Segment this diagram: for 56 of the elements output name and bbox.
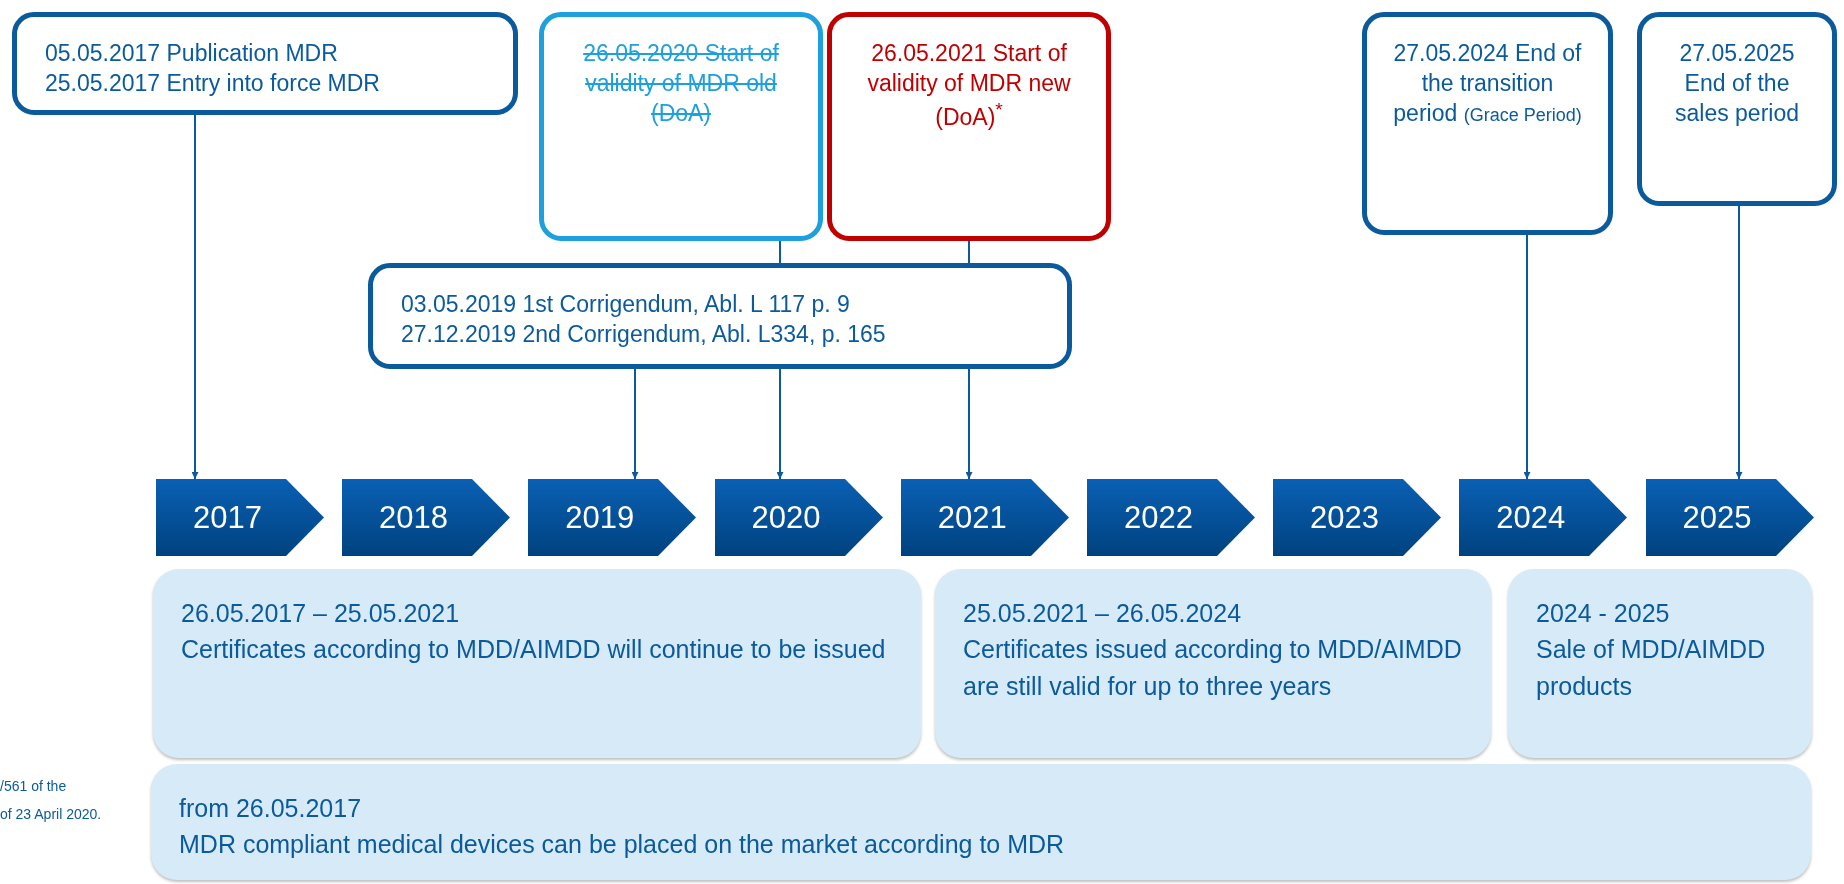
callout-text: 27.05.2025 End of the sales period [1674,39,1800,128]
year-label: 2019 [565,499,635,536]
year-label: 2024 [1496,499,1566,536]
year-box [1459,479,1628,556]
year-box [1087,479,1255,556]
callout-text: 03.05.2019 1st Corrigendum, Abl. L 117 p. 9 [401,290,851,319]
callout-text: 25.05.2017 Entry into force MDR [45,68,381,98]
period-text: Certificates issued according to MDD/AIMDD are still valid for up to three years [963,634,1463,702]
arrow [191,114,199,480]
callout-text: 27.05.2024 End of the transition period (Grace Period) [1392,39,1583,128]
footnote-text: of 23 April 2020. [0,806,102,822]
year-label: 2025 [1682,499,1752,536]
callout-text: (DoA)$^{*}$ [934,98,1004,133]
connector-line [968,240,970,264]
date-callout-box [827,12,1111,241]
year-box [342,479,511,556]
year-box [900,479,1069,556]
callout-text: (DoA) [649,98,713,128]
year-box [714,479,883,556]
period-text: from 26.05.2017 [179,793,363,824]
arrow [776,368,784,480]
period-text: MDR compliant medical devices can be placed on the market according to MDR [179,829,1066,861]
year-box [528,479,697,556]
arrow [1523,234,1531,480]
year-box [156,479,324,556]
period-text: 26.05.2017 – 25.05.2021 [181,598,461,629]
callout-text: 26.05.2020 Start of validity of MDR old [582,39,780,98]
year-box [1645,479,1814,556]
period-band [151,764,1811,880]
year-label: 2017 [192,499,262,536]
year-label: 2023 [1310,499,1380,536]
arrow [965,368,973,480]
period-text: Sale of MDD/AIMDD products [1536,634,1767,702]
year-label: 2021 [937,499,1007,536]
date-callout-box [368,263,1072,369]
connector-line [779,240,781,264]
year-box [1273,479,1442,556]
date-callout-box [1362,12,1613,235]
period-band [935,569,1491,758]
footnote-text: /561 of the [0,778,67,794]
period-band [1508,569,1812,758]
year-label: 2022 [1123,499,1193,536]
callout-text: 26.05.2021 Start of validity of MDR new [866,39,1072,98]
year-label: 2020 [751,499,821,536]
period-band [153,569,921,758]
period-text: 25.05.2021 – 26.05.2024 [963,598,1243,629]
period-text: 2024 - 2025 [1536,598,1671,629]
year-label: 2018 [379,499,449,536]
date-callout-box [12,12,518,115]
arrow [631,368,639,480]
arrow [1735,205,1743,480]
struck-date-callout-box [539,12,823,241]
date-callout-box [1637,12,1837,206]
callout-text: 27.12.2019 2nd Corrigendum, Abl. L334, p. 165 [401,319,887,349]
callout-text: 05.05.2017 Publication MDR [45,39,339,68]
period-text: Certificates according to MDD/AIMDD will continue to be issued [181,634,887,666]
